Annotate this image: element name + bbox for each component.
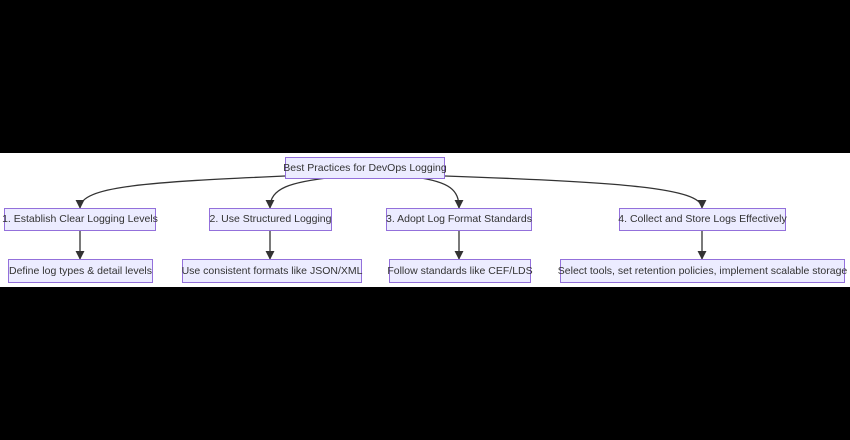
edge-root-to-practice-1 [75, 175, 286, 209]
detail-node-1: Define log types & detail levels [8, 259, 153, 283]
detail-node-2: Use consistent formats like JSON/XML [182, 259, 362, 283]
edge-root-to-practice-2 [265, 176, 336, 209]
root-node: Best Practices for DevOps Logging [283, 157, 447, 179]
practice-node-3: 3. Adopt Log Format Standards [386, 208, 532, 231]
practice-node-4: 4. Collect and Store Logs Effectively [618, 208, 787, 231]
detail-node-3: Follow standards like CEF/LDS [387, 259, 533, 283]
edge-root-to-practice-4 [444, 175, 707, 209]
practice-node-1: 1. Establish Clear Logging Levels [2, 208, 158, 231]
detail-node-4: Select tools, set retention policies, im… [558, 259, 847, 283]
practice-node-2: 2. Use Structured Logging [209, 208, 332, 231]
edge-root-to-practice-3 [414, 176, 464, 209]
